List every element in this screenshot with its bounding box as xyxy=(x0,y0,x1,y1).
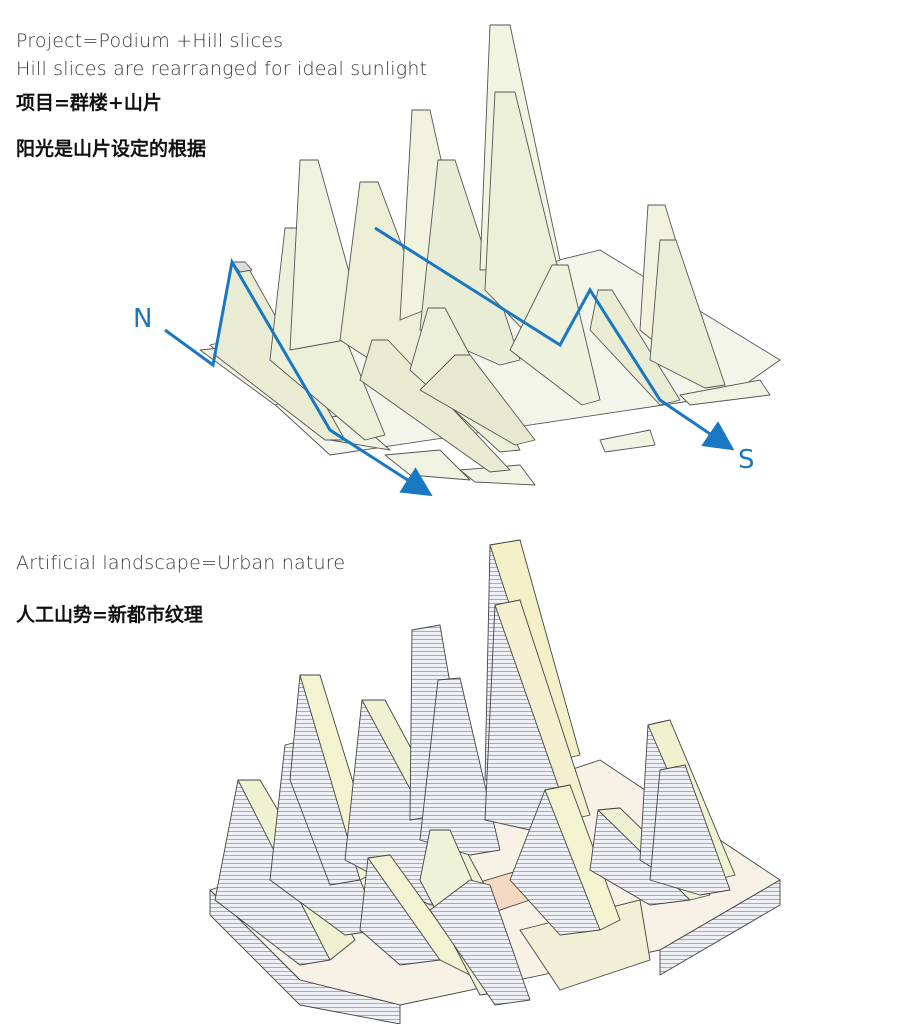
caption-zh-line2: 阳光是山片设定的根据 xyxy=(16,138,207,160)
urban-landscape-axonometric xyxy=(209,539,781,1024)
caption-en-bottom: Artificial landscape=Urban nature xyxy=(16,552,346,574)
caption-zh-line1: 项目=群楼+山片 xyxy=(16,92,162,114)
hill-slices-axonometric: N S xyxy=(133,24,781,497)
hill-masses xyxy=(214,539,736,1006)
caption-en-line2: Hill slices are rearranged for ideal sun… xyxy=(16,58,428,80)
hill-slices xyxy=(214,24,726,473)
south-label: S xyxy=(738,445,755,475)
north-label: N xyxy=(133,304,152,334)
caption-zh-bottom: 人工山势=新都市纹理 xyxy=(16,604,203,626)
sun-path-lines xyxy=(164,226,735,497)
caption-en-line1: Project=Podium +Hill slices xyxy=(16,30,284,52)
